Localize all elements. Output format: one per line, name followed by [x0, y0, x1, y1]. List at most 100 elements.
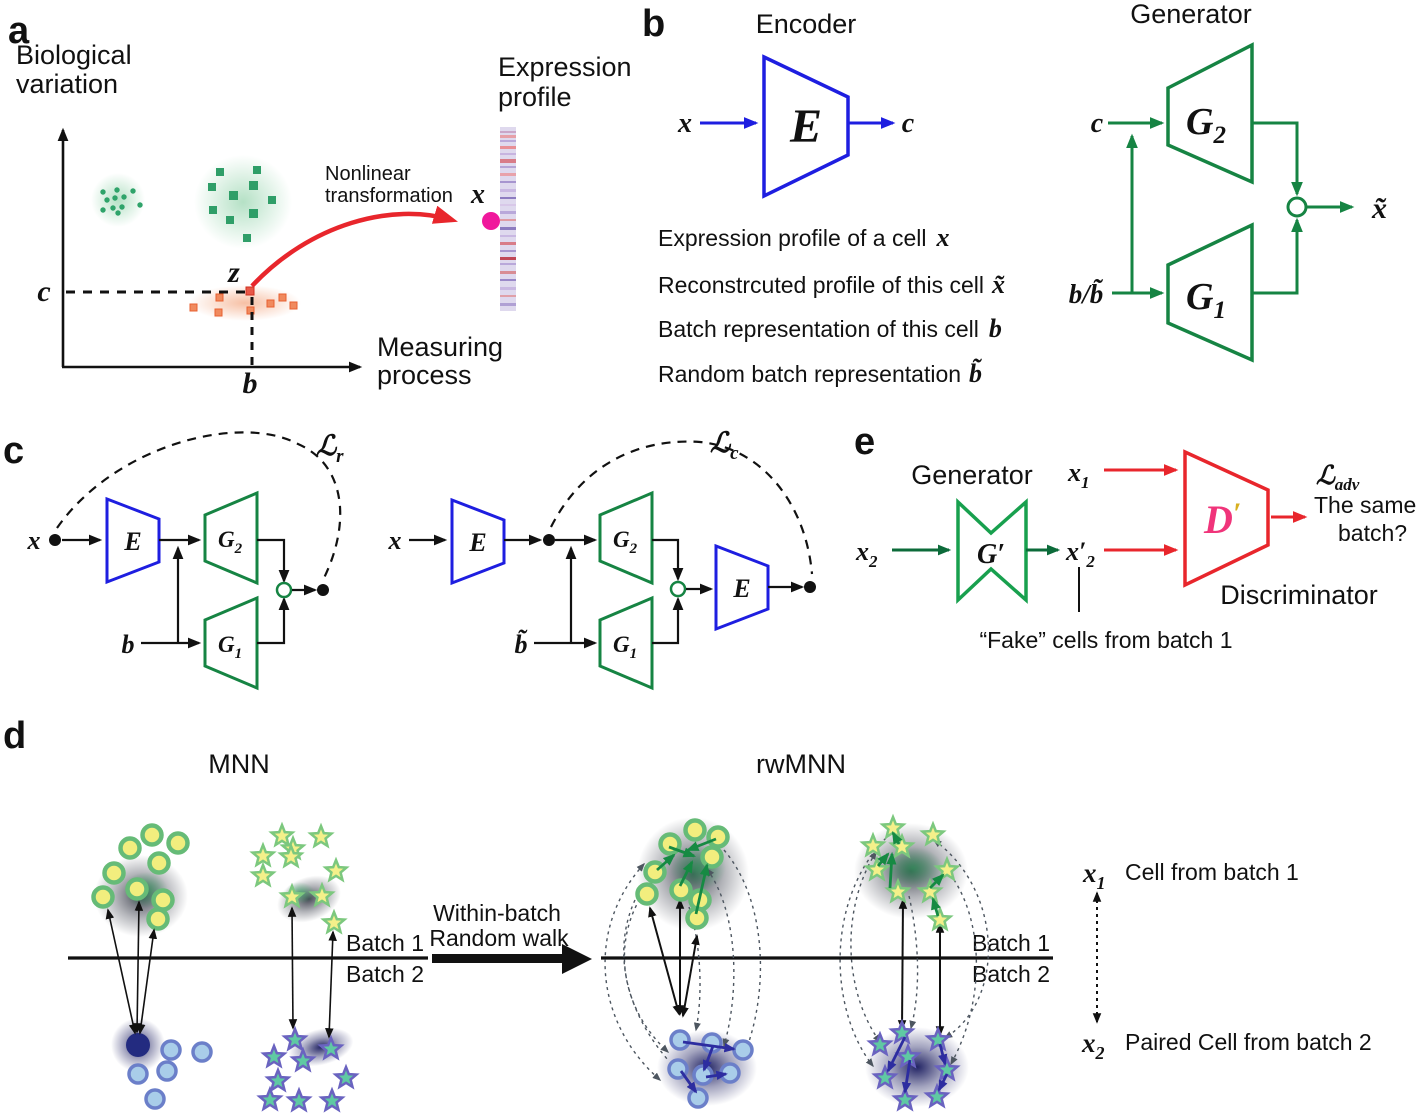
green-walk-arrows-circles [656, 837, 717, 915]
x-axis-label-line1: Measuring [377, 332, 503, 362]
navy-walk-arrows-circles [679, 1040, 736, 1094]
G-prime-label: G′ [977, 539, 1005, 570]
cluster-green-small [91, 173, 145, 227]
green-walk-arrows-stars [876, 831, 945, 917]
batch1-label-left: Batch 1 [346, 930, 424, 956]
G1-output-line [1252, 217, 1303, 295]
G1-trapezoid [598, 595, 654, 691]
generator-c-in: c [1091, 108, 1104, 139]
E2-label: E [732, 574, 750, 603]
loss-label: ℒc [710, 428, 739, 464]
discriminator-label: Discriminator [1220, 580, 1378, 610]
encoder-c-out: c [902, 108, 915, 139]
mnn-title: MNN [208, 749, 270, 779]
discriminator-trapezoid [1183, 449, 1270, 588]
panel-d-letter: d [3, 715, 26, 757]
G2-output-line [1252, 121, 1303, 197]
merge-circle [1286, 196, 1308, 218]
panel-c-right: x E G2 G1 b̃ E ℒc [388, 428, 816, 691]
output-dot [804, 581, 816, 593]
mnn-pair-arrows [105, 900, 337, 1039]
b-label: b [243, 367, 258, 400]
b-label: b [122, 630, 135, 659]
D-prime-label: D′ [1203, 497, 1241, 542]
G1-label: G1 [613, 632, 637, 662]
x-dot [49, 534, 61, 546]
generator-G1-label: G1 [1186, 276, 1226, 324]
G1-label: G1 [218, 632, 242, 662]
legend-x2: x2 [1081, 1028, 1105, 1063]
panel-b-letter: b [642, 3, 665, 45]
G1-out-line [257, 596, 290, 645]
rw-cluster-batch2-circles [667, 1029, 754, 1109]
rwmnn-diagram [604, 815, 990, 1111]
curve-label-line2: transformation [325, 185, 453, 207]
mnn-diagram [91, 823, 358, 1112]
G2-label: G2 [613, 527, 638, 557]
random-walk-arrow [432, 944, 592, 974]
x2-prime-label: x′2 [1065, 537, 1095, 571]
dotted-arcs-stars [839, 837, 990, 1068]
panel-e-letter: e [854, 421, 875, 463]
x2-label: x2 [855, 537, 878, 571]
x1-label: x1 [1067, 458, 1090, 492]
encoder-trapezoid [105, 496, 161, 585]
G1-out-line [652, 596, 684, 645]
G1-trapezoid [203, 595, 259, 691]
legend-x1-text: Cell from batch 1 [1125, 859, 1299, 885]
rw-pair-arrows [648, 898, 945, 1037]
adv-loss-label: ℒadv [1316, 461, 1360, 494]
generator-label: Generator [911, 460, 1033, 490]
cluster-batch1-circles [91, 823, 190, 931]
generator-bowtie [956, 497, 1028, 605]
generator-x-out: x̃ [1371, 192, 1387, 225]
question-line1: The same [1314, 492, 1416, 518]
x-label: x [470, 179, 485, 210]
nonlinear-transformation-arrow [250, 205, 458, 288]
loss-arc [550, 440, 814, 575]
panel-a-letter: a [8, 10, 30, 52]
cell-z-point [245, 286, 255, 296]
encoder-trapezoid [450, 497, 506, 586]
navy-walk-arrows-stars [886, 1036, 949, 1094]
generator-G2-trapezoid [1166, 42, 1254, 185]
fake-cells-label: “Fake” cells from batch 1 [979, 627, 1232, 653]
cluster-orange [189, 285, 301, 321]
y-axis-label-line2: variation [16, 69, 118, 99]
loss-arc [56, 431, 342, 579]
profile-label-line1: Expression [498, 52, 632, 82]
legend-x1: x1 [1082, 858, 1106, 893]
code-dot [543, 534, 555, 546]
x-label: x [388, 526, 402, 555]
y-axis-label-line1: Biological [16, 40, 132, 70]
x-label: x [27, 526, 41, 555]
panel-d: d MNN rwMNN [3, 715, 1372, 1112]
E-label: E [468, 528, 486, 557]
expression-profile-strip [500, 127, 516, 311]
legend-x2-text: Paired Cell from batch 2 [1125, 1029, 1372, 1055]
x-axis-label-line2: process [377, 360, 472, 390]
output-dot [317, 584, 329, 596]
G2-trapezoid [203, 490, 259, 586]
G2-trapezoid [598, 490, 654, 586]
E-label: E [123, 527, 141, 556]
rw-cluster-batch1-circles [635, 818, 730, 930]
generator-title: Generator [1130, 0, 1252, 29]
arrow-label-line2: Random walk [429, 925, 569, 951]
batch1-label-right: Batch 1 [972, 930, 1050, 956]
encoder2-trapezoid [714, 543, 770, 632]
c-label: c [37, 275, 50, 308]
arrow-label-line1: Within-batch [433, 900, 561, 926]
curve-label-line1: Nonlinear [325, 163, 411, 185]
panel-c-letter: c [3, 430, 24, 472]
batch2-label-right: Batch 2 [972, 961, 1050, 987]
panel-a: a Biological variation Measuring process [8, 10, 632, 400]
G2-out-line [257, 538, 290, 584]
panel-d-legend: x1 Cell from batch 1 x2 Paired Cell from… [1081, 858, 1372, 1063]
